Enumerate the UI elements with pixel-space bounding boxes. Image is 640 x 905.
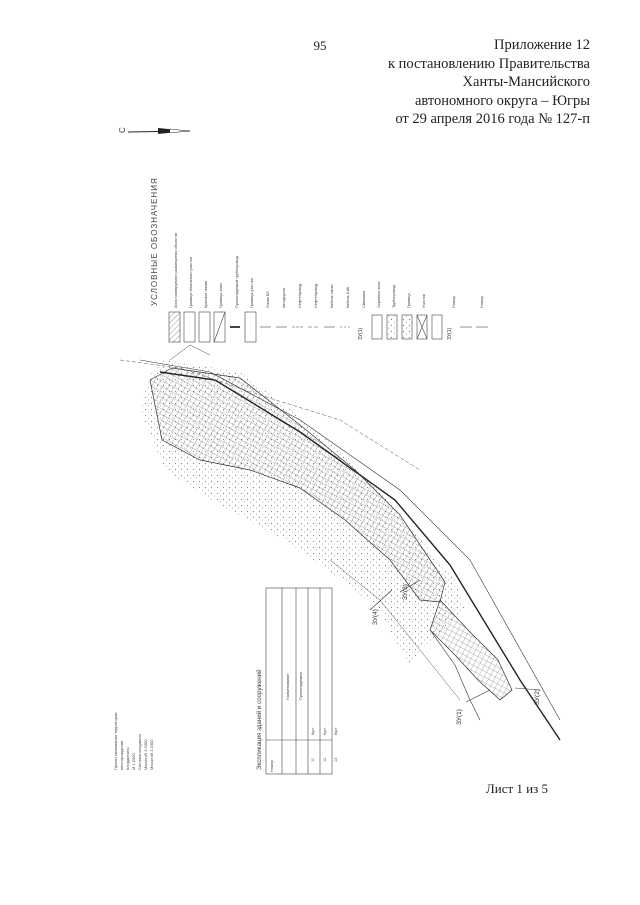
explication-group: Проектируемые: [299, 671, 303, 700]
cable-line: [329, 559, 461, 701]
legend-item: Граница: [407, 293, 411, 308]
legend-item: Номер: [480, 296, 484, 308]
note-line: Масштаб 1:2000: [149, 739, 154, 770]
document-header: Приложение 12 к постановлению Правительс…: [388, 36, 590, 129]
legend-item: Трубопровод: [392, 285, 396, 308]
explication-col-num: Номер: [270, 760, 274, 772]
legend-item: Скважина: [362, 290, 366, 308]
explication-row-num: 12: [323, 757, 327, 762]
legend-item: Проектируемый трубопровод: [235, 256, 239, 308]
legend-item: Границы земельного участка: [189, 257, 193, 308]
zu-callouts: [369, 579, 541, 703]
explication-row-num: 11: [311, 758, 315, 762]
planned-zone-branch: [429, 599, 513, 701]
planned-zone: [149, 367, 446, 603]
map-label-zu3: ЗУ(3): [402, 584, 409, 600]
pipeline-line: [139, 359, 561, 721]
explication-row-name: Куст: [323, 727, 327, 735]
sheet-label: Лист 1 из 5: [485, 781, 548, 796]
legend-item: Зона планируемого размещения объектов: [174, 233, 178, 308]
explication-table: [265, 587, 333, 775]
map-label-zu2: ЗУ(2): [534, 689, 541, 705]
explication-title: Экспликация зданий и сооружений: [256, 669, 263, 770]
header-line-4: автономного округа – Югры: [414, 92, 590, 109]
north-arrow: С: [118, 127, 191, 134]
north-label: С: [118, 127, 127, 133]
explication-row-name: Куст: [334, 727, 338, 735]
explication-col-name: Наименование: [286, 673, 290, 700]
legend-code-symbol: ЗУ(1): [447, 327, 453, 340]
legend-item: Охранная зона: [377, 281, 381, 308]
legend-item: Кабель 6 кВ: [346, 286, 350, 308]
page-number: 95: [313, 38, 327, 53]
explication-row-num: 13: [334, 757, 338, 762]
legend-item: Участки: [422, 294, 426, 308]
legend-item: Красные линии: [204, 280, 208, 308]
legend-item: Линия ВЛ: [266, 291, 270, 308]
legend-zu-symbol: ЗУ(1): [358, 327, 364, 340]
legend-title: УСЛОВНЫЕ ОБОЗНАЧЕНИЯ: [150, 177, 159, 306]
header-line-3: Ханты-Мансийского: [462, 74, 590, 90]
legend-item: Нефтепровод: [314, 283, 318, 308]
legend-item: Границы участка: [250, 278, 254, 308]
header-line-1: Приложение 12: [494, 37, 590, 53]
power-line: [119, 359, 421, 471]
legend-item: Номер: [452, 296, 456, 308]
header-line-5: от 29 апреля 2016 года № 127-п: [395, 111, 590, 127]
explication-row-name: Куст: [311, 727, 315, 735]
legend-item: Автодорога: [282, 287, 286, 308]
legend-item: Границы зоны: [219, 283, 223, 308]
legend-symbols: [168, 311, 488, 343]
map-label-zu1: ЗУ(1): [456, 709, 463, 725]
legend-item: Нефтепровод: [298, 283, 302, 308]
legend-item: Кабель связи: [330, 284, 334, 308]
map-label-zu4: ЗУ(4): [372, 609, 379, 625]
header-line-2: к постановлению Правительства: [388, 55, 590, 72]
